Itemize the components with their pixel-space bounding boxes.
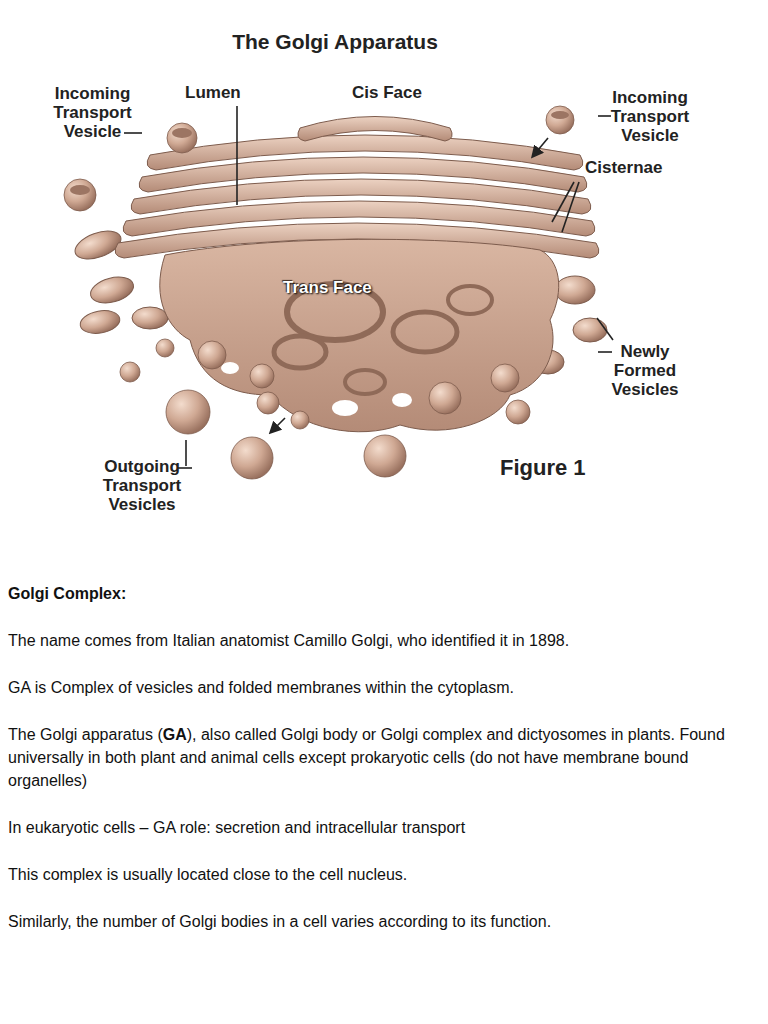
- diagram-title: The Golgi Apparatus: [185, 30, 485, 54]
- leader-line: [185, 440, 187, 466]
- leader-line: [552, 182, 574, 222]
- vesicle: [231, 437, 273, 479]
- bold-text: GA: [163, 726, 187, 743]
- fenestra: [332, 400, 358, 416]
- part-label: Cisternae: [585, 158, 662, 177]
- leader-line: [562, 182, 579, 232]
- bold-text: Golgi Complex:: [8, 585, 126, 602]
- text-paragraph: This complex is usually located close to…: [8, 863, 753, 886]
- cisterna: [147, 135, 583, 170]
- leader-line: [598, 351, 612, 353]
- tubule: [132, 307, 168, 329]
- vesicle: [429, 382, 461, 414]
- vesicle: [166, 390, 210, 434]
- body-text: The name comes from Italian anatomist Ca…: [8, 632, 569, 649]
- text-paragraph: Golgi Complex:: [8, 582, 753, 605]
- tubule-loop: [448, 286, 492, 314]
- cisterna: [298, 117, 452, 142]
- leader-line: [598, 115, 611, 117]
- vesicle: [156, 339, 174, 357]
- vesicle-cup: [551, 111, 569, 119]
- text-paragraph: In eukaryotic cells – GA role: secretion…: [8, 816, 753, 839]
- body-text: Similarly, the number of Golgi bodies in…: [8, 913, 551, 930]
- tubule: [555, 276, 595, 304]
- tubule: [88, 273, 137, 308]
- leader-line: [597, 318, 613, 340]
- trans-network: [160, 239, 559, 431]
- text-paragraph: The name comes from Italian anatomist Ca…: [8, 629, 753, 652]
- fenestra: [221, 362, 239, 374]
- body-text: In eukaryotic cells – GA role: secretion…: [8, 819, 465, 836]
- vesicle: [198, 341, 226, 369]
- vesicle: [546, 106, 574, 134]
- body-text: GA is Complex of vesicles and folded mem…: [8, 679, 514, 696]
- body-text: This complex is usually located close to…: [8, 866, 407, 883]
- tubule: [78, 308, 121, 337]
- vesicle: [120, 362, 140, 382]
- leader-line: [124, 132, 142, 134]
- vesicle: [506, 400, 530, 424]
- vesicle-cup: [70, 185, 90, 195]
- vesicle: [291, 411, 309, 429]
- vesicle: [167, 123, 197, 153]
- part-label: Incoming Transport Vesicle: [600, 88, 700, 145]
- part-label: Lumen: [185, 83, 241, 102]
- vesicle: [250, 364, 274, 388]
- text-paragraph: GA is Complex of vesicles and folded mem…: [8, 676, 753, 699]
- text-paragraph: The Golgi apparatus (GA), also called Go…: [8, 723, 753, 792]
- leader-arrow: [533, 138, 548, 156]
- vesicle: [364, 435, 406, 477]
- vesicles: [64, 106, 574, 479]
- text-paragraph: Similarly, the number of Golgi bodies in…: [8, 910, 753, 933]
- part-label: Cis Face: [352, 83, 422, 102]
- part-label: Incoming Transport Vesicle: [45, 84, 140, 141]
- figure-caption: Figure 1: [500, 455, 586, 481]
- tubule: [573, 318, 607, 342]
- part-label: Trans Face: [283, 278, 372, 297]
- part-label: Newly Formed Vesicles: [595, 342, 695, 399]
- leader-line: [236, 106, 238, 205]
- leader-line: [178, 467, 192, 469]
- tubule-loop: [393, 312, 457, 352]
- trans-face-body: [160, 239, 559, 431]
- tubule-loop: [274, 336, 326, 368]
- leader-lines: [124, 106, 613, 468]
- vesicle-cup: [172, 128, 192, 138]
- document-text: Golgi Complex: The name comes from Italia…: [8, 582, 753, 957]
- body-text: The Golgi apparatus (: [8, 726, 163, 743]
- vesicle: [64, 179, 96, 211]
- cisternae-stack: [115, 117, 599, 259]
- vesicle: [491, 364, 519, 392]
- part-label: Outgoing Transport Vesicles: [92, 457, 192, 514]
- tubule-loop: [345, 370, 385, 394]
- leader-arrow: [271, 418, 285, 432]
- fenestra: [392, 393, 412, 407]
- vesicle: [257, 392, 279, 414]
